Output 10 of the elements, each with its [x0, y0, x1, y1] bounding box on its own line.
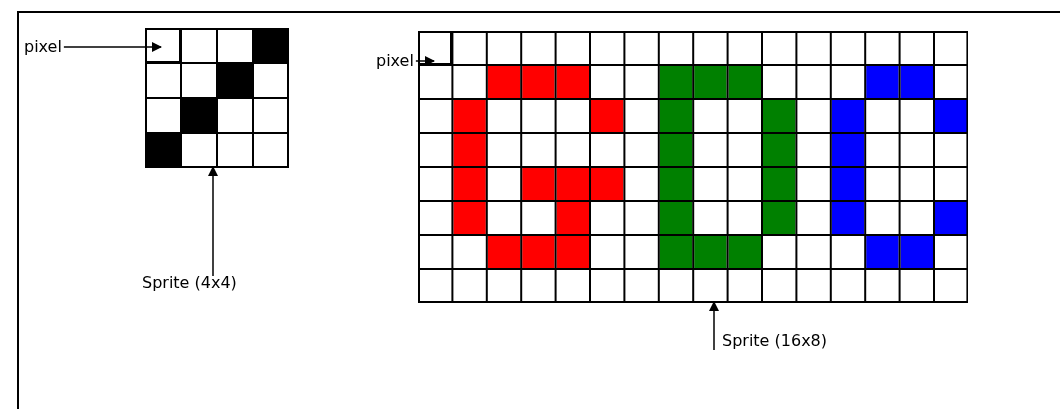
grid-cell [145, 28, 181, 63]
callout-label: Sprite (16x8) [722, 332, 828, 350]
leader-line [208, 166, 218, 277]
callout-label: pixel [376, 52, 414, 70]
callout-label: Sprite (4x4) [142, 274, 237, 292]
callout-label: pixel [24, 38, 62, 56]
leader-line [63, 42, 162, 52]
leader-line [415, 56, 435, 66]
leader-line [709, 301, 719, 351]
grid-cell [418, 31, 453, 65]
